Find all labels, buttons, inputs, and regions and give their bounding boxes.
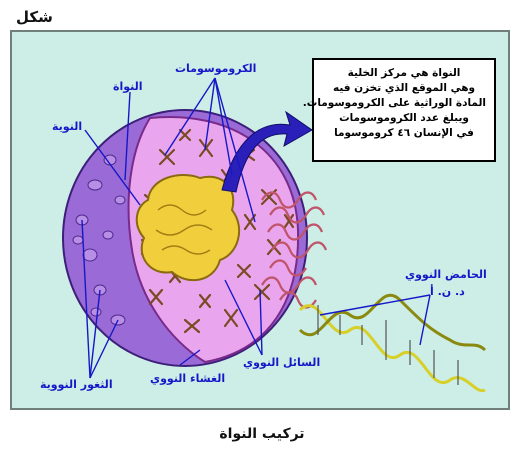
figure-word: شكل [16, 8, 53, 26]
label-nuclear-envelope: الغشاء النووي [150, 372, 226, 385]
info-line: النواة هي مركز الخلية [347, 67, 461, 79]
nuclear-pores [72, 154, 126, 326]
label-dna: د. ن. أ [430, 285, 465, 298]
info-line: المادة الوراثية على الكروموسومات. [302, 97, 486, 109]
label-chromosomes: الكروموسومات [175, 62, 257, 75]
label-nucleolus: النوية [52, 120, 83, 133]
label-nuclear-acid: الحامض النووي [405, 268, 487, 281]
dna-helix [298, 293, 487, 393]
info-box: النواة هي مركز الخلية وهي الموقع الذي تخ… [302, 58, 496, 162]
figure-caption: تركيب النواة [219, 426, 305, 442]
info-line: ويبلغ عدد الكروموسومات [339, 112, 469, 124]
info-line: وهي الموقع الذي تخزن فيه [332, 82, 476, 94]
label-nucleoplasm: السائل النووي [243, 356, 321, 369]
label-nuclear-pores: الثغور النووية [40, 378, 113, 391]
leader-lines [81, 77, 431, 379]
info-line: في الإنسان ٤٦ كروموسوما [334, 127, 474, 139]
label-nucleus: النواة [113, 80, 143, 93]
chromatin-coil [261, 191, 328, 309]
